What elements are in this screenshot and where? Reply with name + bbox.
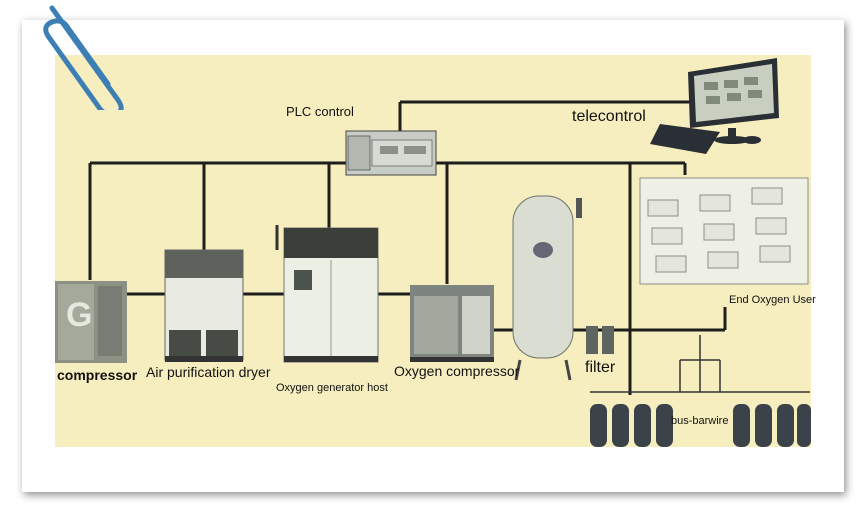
- factory-icon: [639, 177, 809, 285]
- paperclip-icon: [43, 5, 124, 110]
- end-user-label: End Oxygen User: [729, 294, 816, 306]
- compressor-icon: G: [55, 281, 127, 363]
- filter-icon: [586, 326, 614, 354]
- computer-icon: [650, 58, 779, 154]
- generator-icon: [275, 225, 379, 363]
- plc-icon: [345, 130, 437, 176]
- bus-label: bus-barwire: [671, 415, 729, 427]
- oxygen-compressor-label: Oxygen compressor: [394, 363, 520, 379]
- generator-label: Oxygen generator host: [276, 382, 388, 394]
- cylinder-icon: [590, 404, 811, 447]
- tank-icon: [512, 195, 582, 381]
- oxygen-compressor-icon: [410, 285, 494, 362]
- svg-text:G: G: [66, 296, 92, 334]
- filter-label: filter: [585, 359, 616, 376]
- dryer-label: Air purification dryer: [146, 364, 271, 380]
- plc-label: PLC control: [286, 104, 354, 119]
- dryer-icon: [164, 249, 244, 362]
- compressor-label: compressor: [57, 367, 138, 383]
- manifold-lines: [590, 335, 810, 393]
- telecontrol-label: telecontrol: [572, 108, 646, 125]
